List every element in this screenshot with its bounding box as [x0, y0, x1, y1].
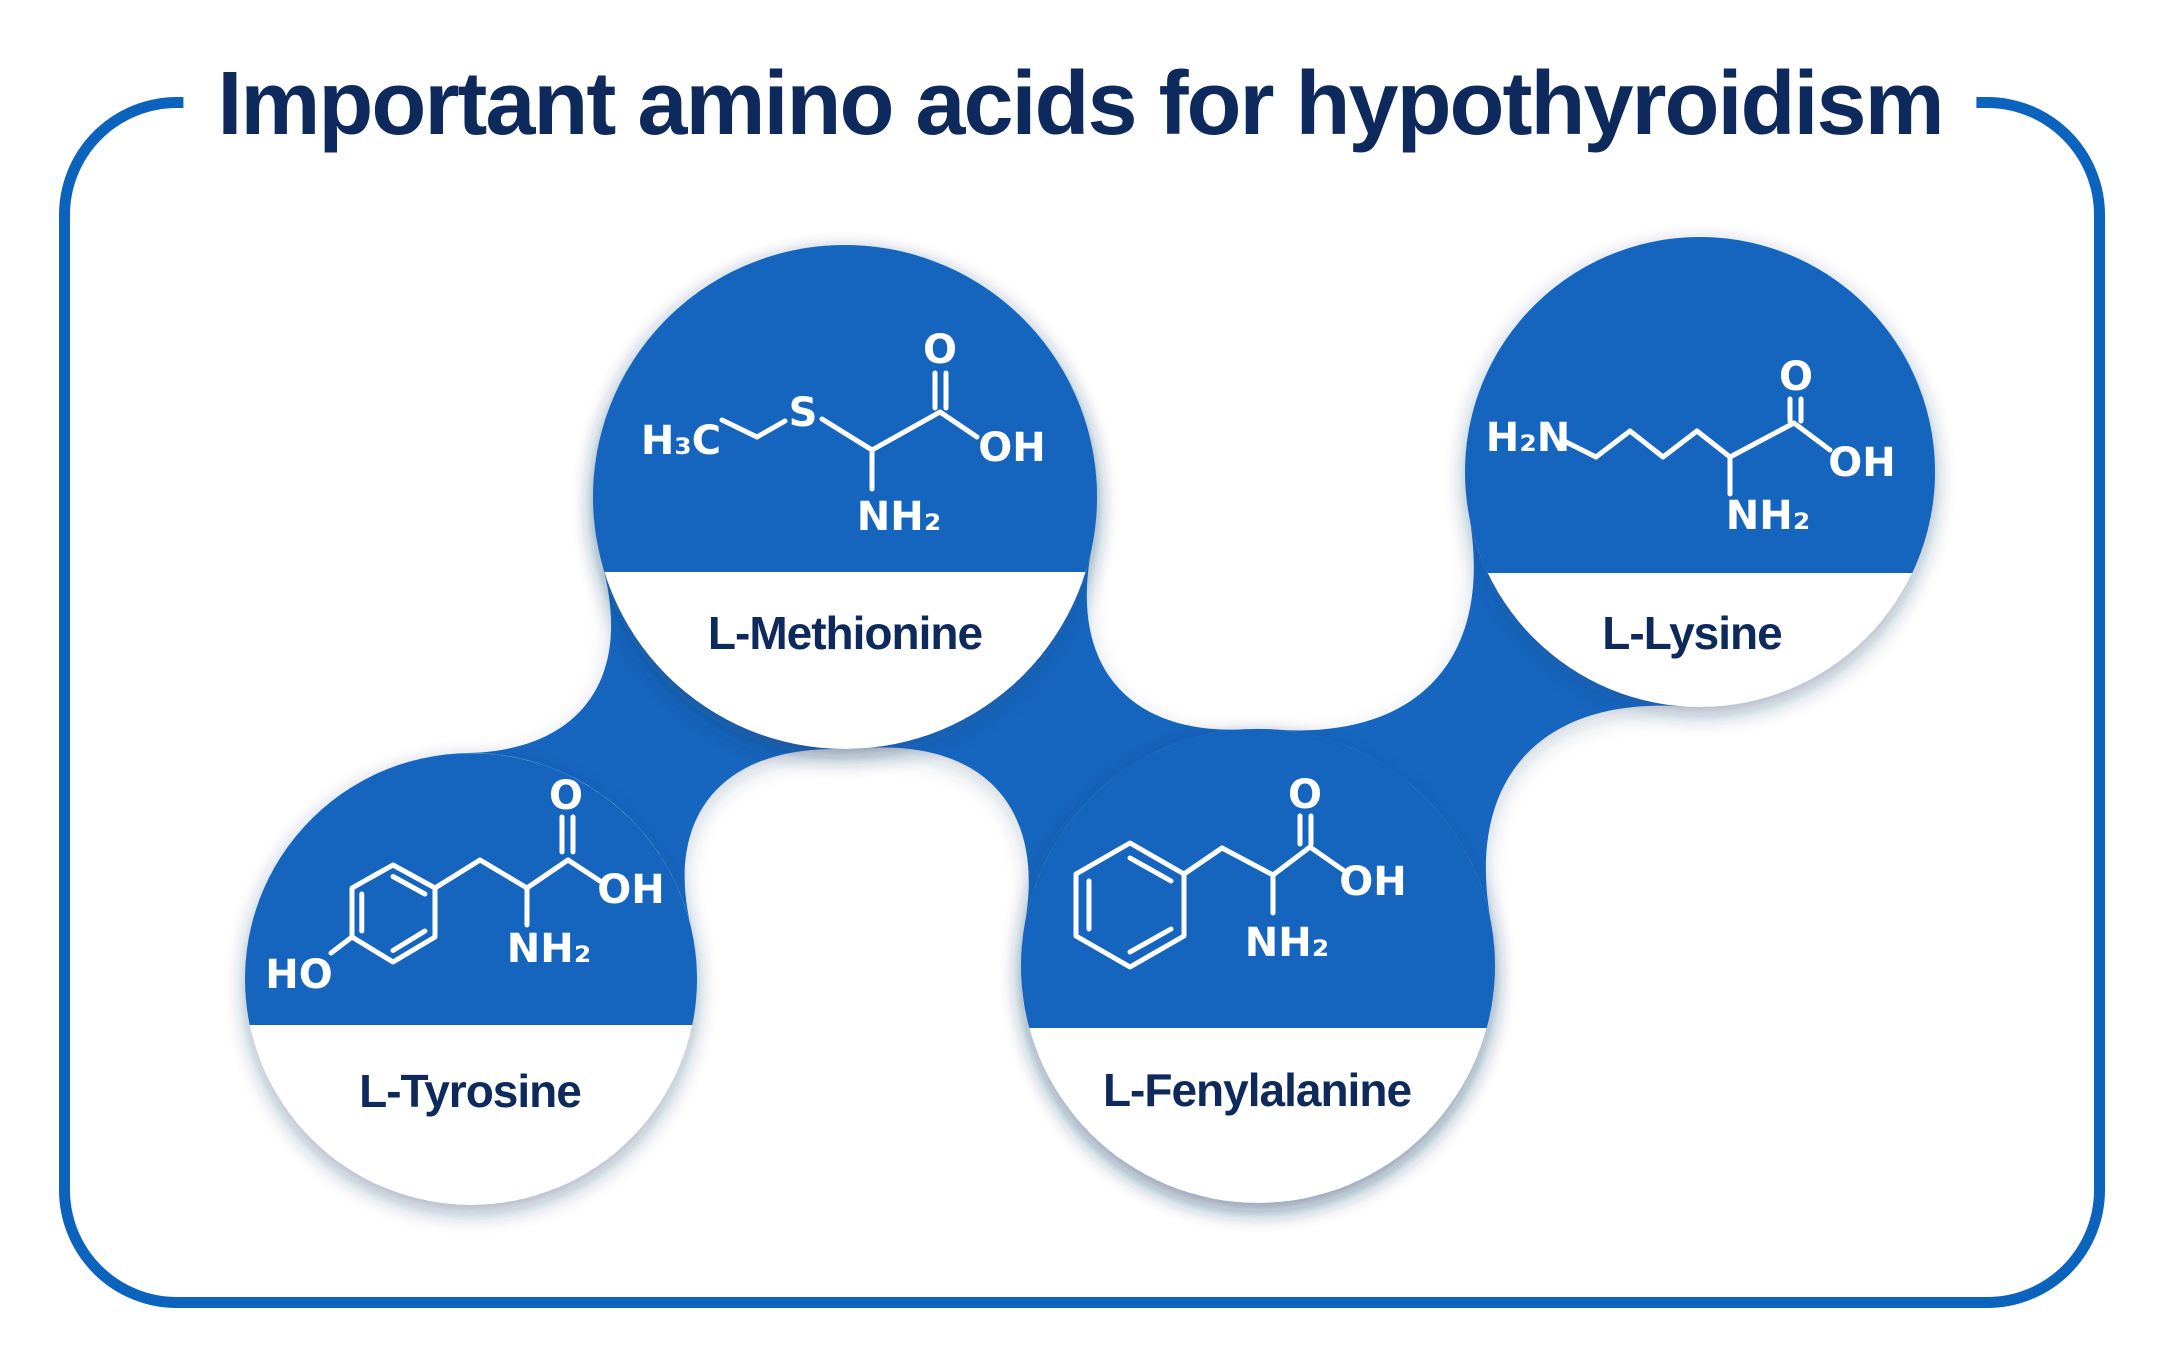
- badge-blue-top-tyr: [245, 753, 697, 1025]
- badge-label-lysine: L-Lysine: [1602, 607, 1782, 659]
- atom-label: H₂N: [1486, 415, 1570, 461]
- atom-label: O: [549, 773, 583, 819]
- fenylalanine-structure: O OH NH₂: [1073, 772, 1407, 970]
- lysine-structure: H₂N O OH NH₂: [1486, 354, 1896, 539]
- atom-label: OH: [597, 867, 664, 913]
- badge-blue-top-met: [593, 245, 1097, 572]
- methionine-structure: H₃C S O OH NH₂: [641, 327, 1046, 540]
- atom-label: NH₂: [857, 494, 941, 540]
- atom-label: OH: [978, 425, 1045, 471]
- badge-label-methionine: L-Methionine: [708, 607, 983, 659]
- badge-blue-top-phe: [1021, 728, 1495, 1028]
- tyrosine-structure: HO O OH NH₂: [265, 773, 664, 998]
- atom-label: S: [789, 390, 818, 436]
- page-title: Important amino acids for hypothyroidism: [183, 52, 1977, 156]
- atom-label: O: [923, 327, 957, 373]
- badge-label-fenylalanine: L-Fenylalanine: [1103, 1064, 1411, 1116]
- atom-label: OH: [1339, 859, 1406, 905]
- atom-label: HO: [265, 952, 332, 998]
- atom-label: H₃C: [641, 418, 721, 464]
- atom-label: NH₂: [1245, 920, 1329, 966]
- atom-label: OH: [1828, 440, 1895, 486]
- atom-label: NH₂: [507, 926, 591, 972]
- atom-label: NH₂: [1726, 493, 1810, 539]
- badge-blue-segments: [245, 237, 1935, 1028]
- atom-label: O: [1779, 354, 1813, 400]
- atom-label: O: [1288, 772, 1322, 818]
- badge-blue-top-lys: [1464, 237, 1935, 573]
- badge-label-tyrosine: L-Tyrosine: [359, 1065, 581, 1117]
